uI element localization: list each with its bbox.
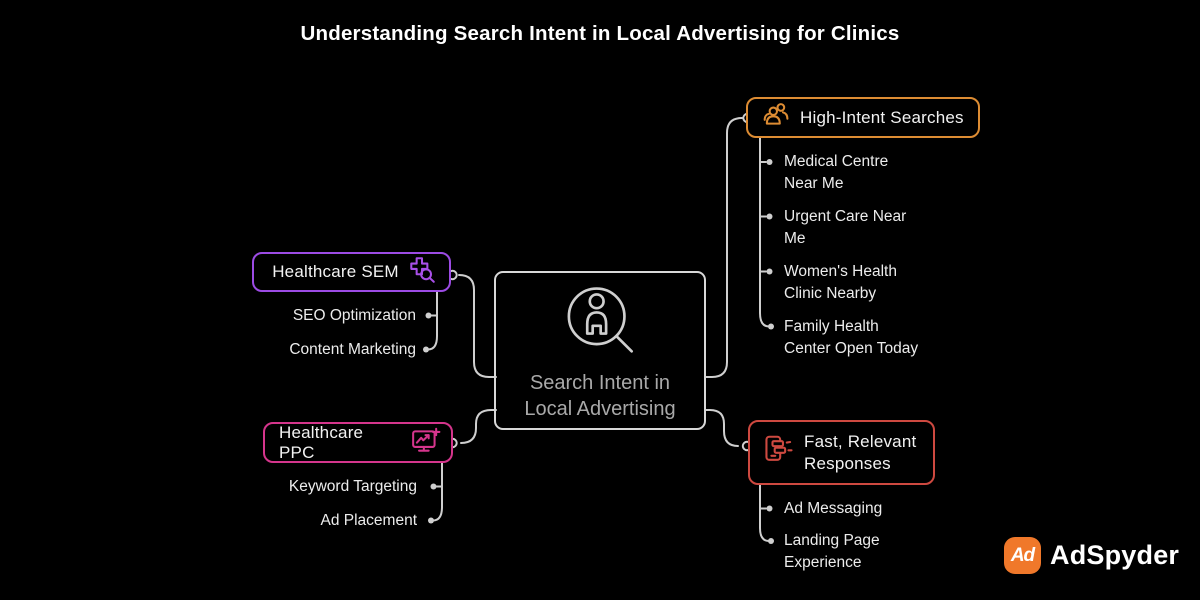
branch-node-healthcare-sem: Healthcare SEM: [252, 252, 451, 292]
branch-label: Healthcare SEM: [272, 262, 399, 281]
diagram-title: Understanding Search Intent in Local Adv…: [300, 22, 900, 45]
adspyder-logo-text: AdSpyder: [1050, 540, 1180, 570]
medical-cross-search-icon: [407, 256, 437, 289]
child-item-urgent-care-near-me: Urgent Care Near Me: [784, 207, 907, 247]
child-item-content-marketing: Content Marketing: [289, 340, 416, 358]
person-search-icon: [560, 283, 640, 368]
central-node: Search Intent in Local Advertising: [494, 271, 706, 430]
branch-node-fast-relevant-responses: Fast, Relevant Responses: [748, 420, 935, 485]
adspyder-logo: Ad AdSpyder: [1004, 537, 1179, 574]
central-node-label: Search Intent in Local Advertising: [524, 372, 676, 420]
monitor-chart-icon: [411, 427, 441, 459]
child-item-ad-messaging: Ad Messaging: [784, 499, 883, 517]
adspyder-logo-icon: Ad: [1004, 537, 1041, 574]
branch-label: High-Intent Searches: [800, 107, 964, 127]
branch-node-high-intent-searches: High-Intent Searches: [746, 97, 980, 138]
child-item-landing-page-experience: Landing Page Experience: [784, 532, 880, 571]
branch-label: Healthcare PPC: [279, 422, 364, 462]
child-item-medical-centre-near-me: Medical Centre Near Me: [784, 153, 889, 192]
branch-label: Fast, Relevant Responses: [804, 431, 917, 473]
child-item-family-health-center-open-today: Family Health Center Open Today: [784, 317, 919, 357]
child-item-womens-health-clinic-nearby: Women's Health Clinic Nearby: [784, 262, 897, 302]
child-item-seo-optimization: SEO Optimization: [292, 306, 416, 324]
phone-messages-icon: [763, 434, 793, 472]
child-item-keyword-targeting: Keyword Targeting: [288, 477, 417, 495]
child-item-ad-placement: Ad Placement: [320, 511, 418, 529]
branch-node-healthcare-ppc: Healthcare PPC: [263, 422, 453, 463]
group-people-icon: [762, 102, 790, 133]
